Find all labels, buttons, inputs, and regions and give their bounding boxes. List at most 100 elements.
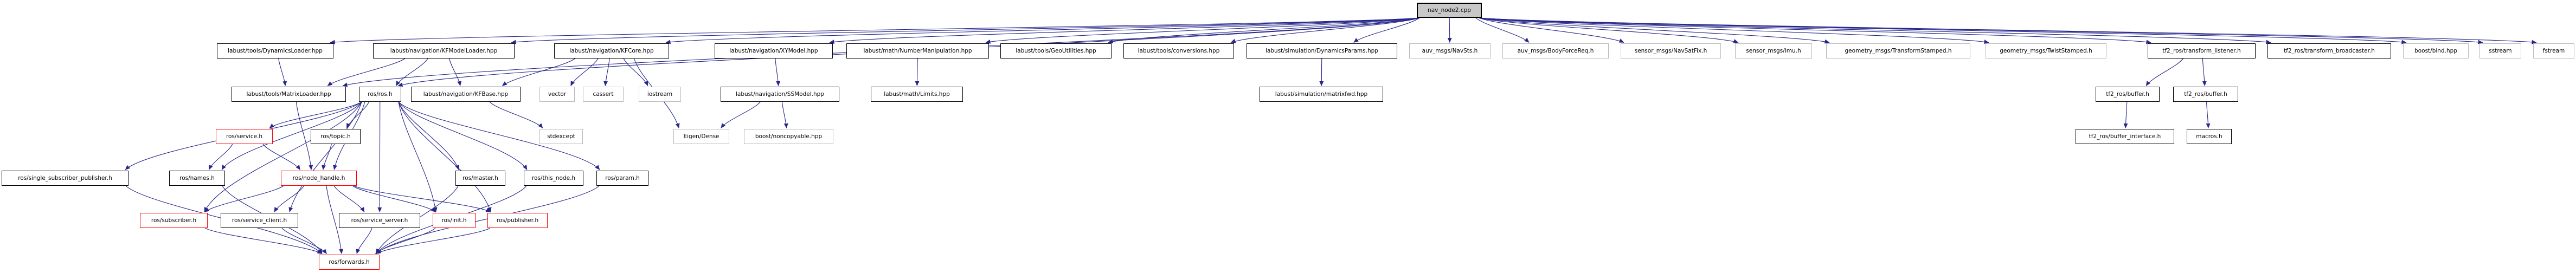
include-edge-kfcore--vector [570,58,599,86]
include-edge-nav-node2--transform-broadcaster [1479,17,2271,44]
include-edge-nav-node2--imu [1479,17,1739,43]
include-edge-nav-node2--dynamics-loader [330,17,1420,44]
include-edge-node-handle--subscriber [204,185,284,212]
include-edge-topic--node-handle [322,144,332,170]
graph-node-names[interactable]: ros/names.h [169,171,225,186]
include-edge-buffer-1--buffer-interface [2123,101,2128,128]
graph-node-matrixfwd[interactable]: labust/simulation/matrixfwd.hpp [1260,87,1383,102]
include-edge-matrix-loader--node-handle [295,101,313,170]
graph-node-twist-stamped: geometry_msgs/TwistStamped.h [1986,43,2106,58]
graph-node-fstream: fstream [2533,43,2574,58]
include-edge-ros-h--names [221,101,362,170]
graph-node-ssp[interactable]: ros/single_subscriber_publisher.h [2,171,129,186]
graph-node-kfmodel-loader[interactable]: labust/navigation/KFModelLoader.hpp [373,43,515,58]
include-edge-nav-node2--fstream [1479,17,2537,44]
graph-node-iostream: iostream [639,87,681,102]
include-edge-ros-h--publisher [398,101,492,212]
graph-node-matrix-loader[interactable]: labust/tools/MatrixLoader.hpp [232,87,346,102]
include-edge-transform-listener--buffer-1 [2145,58,2183,86]
graph-node-number-manipulation[interactable]: labust/math/NumberManipulation.hpp [846,43,989,58]
graph-node-boost-bind: boost/bind.hpp [2403,43,2469,58]
graph-node-kfbase[interactable]: labust/navigation/KFBase.hpp [411,87,521,102]
graph-node-eigen-dense: Eigen/Dense [673,129,729,144]
include-edge-node-handle--service-server [333,185,365,212]
include-edge-ros-h--this-node [398,101,528,170]
graph-node-nav-sat-fix: sensor_msgs/NavSatFix.h [1621,43,1721,58]
graph-node-dynamics-params[interactable]: labust/simulation/DynamicsParams.hpp [1247,43,1397,58]
include-edge-service--node-handle [262,144,301,170]
graph-node-body-force-req: auv_msgs/BodyForceReq.h [1502,43,1609,58]
include-edge-xymodel--ssmodel [775,58,781,86]
include-edge-service-client--forwards [281,227,327,254]
graph-node-subscriber[interactable]: ros/subscriber.h [140,213,208,228]
include-edge-publisher--forwards [376,227,491,254]
graph-node-param[interactable]: ros/param.h [596,171,648,186]
graph-node-this-node[interactable]: ros/this_node.h [524,171,583,186]
graph-node-node-handle[interactable]: ros/node_handle.h [281,171,357,186]
include-edge-nav-node2--body-force-req [1475,17,1530,43]
include-edge-kfmodel-loader--kfbase [449,58,462,86]
include-edge-nav-node2--geo-utilities [1108,17,1420,44]
include-edge-transform-listener--buffer-2 [2202,58,2207,86]
include-edge-nav-node2--nav-sat-fix [1479,17,1624,43]
graph-node-buffer-interface[interactable]: tf2_ros/buffer_interface.h [2076,129,2174,144]
include-edge-kfmodel-loader--matrix-loader [327,58,406,86]
include-edge-ros-h--param [398,101,600,170]
graph-node-geo-utilities[interactable]: labust/tools/GeoUtilities.hpp [1000,43,1112,58]
include-edge-dynamics-params--matrixfwd [1319,58,1324,86]
include-edge-ros-h--service-client [288,101,362,212]
graph-node-macros[interactable]: macros.h [2187,129,2232,144]
graph-node-forwards[interactable]: ros/forwards.h [319,255,380,270]
graph-node-topic[interactable]: ros/topic.h [311,129,361,144]
graph-node-limits[interactable]: labust/math/Limits.hpp [871,87,963,102]
graph-node-nav-node2: nav_node2.cpp [1417,3,1482,18]
graph-node-buffer-2[interactable]: tf2_ros/buffer.h [2173,87,2238,102]
graph-node-noncopyable: boost/noncopyable.hpp [744,129,833,144]
graph-node-service-server[interactable]: ros/service_server.h [339,213,420,228]
graph-node-buffer-1[interactable]: tf2_ros/buffer.h [2096,87,2160,102]
graph-node-imu: sensor_msgs/Imu.h [1735,43,1812,58]
graph-node-sstream: sstream [2479,43,2521,58]
graph-node-init[interactable]: ros/init.h [433,213,476,228]
include-edge-ros-h--init [398,101,438,212]
include-edge-service--names [208,144,233,170]
include-edge-kfmodel-loader--ros-h [395,58,428,86]
include-edge-nav-node2--conversions [1230,17,1420,43]
graph-node-dynamics-loader[interactable]: labust/tools/DynamicsLoader.hpp [217,43,333,58]
graph-node-transform-listener[interactable]: tf2_ros/transform_listener.h [2148,43,2256,58]
include-edge-nav-node2--kfmodel-loader [511,17,1420,44]
include-edge-nav-node2--xymodel [829,17,1420,44]
include-edge-nav-node2--twist-stamped [1479,17,1989,44]
include-edge-nav-node2--transform-listener [1479,17,2151,44]
include-edge-nav-node2--number-manipulation [985,17,1420,44]
graph-node-conversions[interactable]: labust/tools/conversions.hpp [1123,43,1234,58]
include-edge-node-handle--forwards [326,185,344,254]
graph-node-service-client[interactable]: ros/service_client.h [221,213,298,228]
include-edge-node-handle--service-client [274,185,305,212]
include-edge-ros-h--service [269,101,362,128]
graph-node-stdexcept: stdexcept [539,129,583,144]
include-edge-service-server--forwards [356,227,372,254]
include-edge-node-handle--init [352,185,436,212]
include-edge-ros-h--topic [346,101,370,128]
graph-node-xymodel[interactable]: labust/navigation/XYModel.hpp [715,43,833,58]
include-edge-ssmodel--eigen-dense [721,101,761,128]
graph-node-nav-sts: auv_msgs/NavSts.h [1409,43,1491,58]
graph-node-kfcore[interactable]: labust/navigation/KFCore.hpp [554,43,669,58]
include-edge-buffer-2--macros [2206,101,2211,128]
graph-node-cassert: cassert [583,87,624,102]
graph-node-ros-h[interactable]: ros/ros.h [359,87,401,102]
graph-node-service[interactable]: ros/service.h [216,129,273,144]
graph-node-master[interactable]: ros/master.h [455,171,505,186]
include-edge-subscriber--forwards [204,227,323,254]
include-edge-nav-node2--kfcore [665,17,1420,44]
graph-node-transform-broadcaster[interactable]: tf2_ros/transform_broadcaster.h [2267,43,2391,58]
graph-node-publisher[interactable]: ros/publisher.h [487,213,548,228]
graph-node-transform-stamped: geometry_msgs/TransformStamped.h [1826,43,1970,58]
graph-node-ssmodel[interactable]: labust/navigation/SSModel.hpp [721,87,839,102]
include-edge-kfbase--stdexcept [489,101,543,128]
include-edge-ros-h--subscriber [204,101,362,212]
